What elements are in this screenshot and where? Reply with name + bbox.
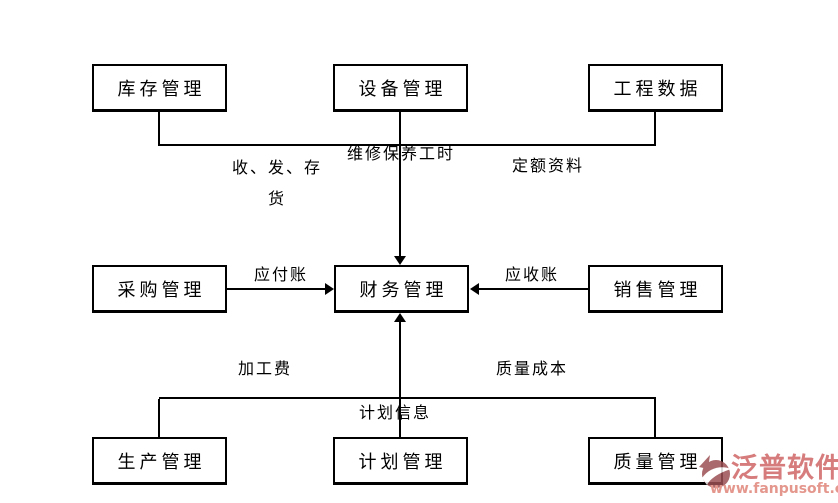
edge-label-sales-finance: 应收账 <box>505 265 560 284</box>
node-equipment: 设备管理 <box>333 64 468 112</box>
edge-label-quality-finance: 质量成本 <box>496 359 569 378</box>
watermark: 泛普软件 www.fanpusoft.com <box>698 445 838 501</box>
edge-label-equipment-finance: 维修保养工时 <box>347 144 456 163</box>
production-stem-line <box>158 399 160 437</box>
watermark-url-text: www.fanpusoft.com <box>710 481 838 497</box>
edge-label-engineering-finance: 定额资料 <box>512 156 585 175</box>
node-production: 生产管理 <box>92 437 227 485</box>
node-planning: 计划管理 <box>333 437 468 485</box>
purchase-to-finance-line <box>227 288 326 290</box>
node-sales: 销售管理 <box>588 265 723 313</box>
top-connector-line <box>159 144 656 146</box>
quality-stem-line <box>654 399 656 437</box>
planning-to-finance-line <box>399 322 401 437</box>
inventory-stem-line <box>158 110 160 146</box>
node-inventory: 库存管理 <box>92 64 227 112</box>
edge-label-inventory-finance: 收、发、存货 <box>231 158 322 208</box>
edge-label-purchase-finance: 应付账 <box>254 265 309 284</box>
engineering-stem-line <box>654 110 656 146</box>
arrowhead-down-icon <box>394 256 406 265</box>
bottom-connector-line <box>159 397 656 399</box>
equipment-to-finance-line <box>399 110 401 258</box>
node-finance: 财务管理 <box>334 265 469 313</box>
edge-label-planning-finance: 计划信息 <box>359 403 432 422</box>
edge-label-production-finance: 加工费 <box>238 359 293 378</box>
node-purchase: 采购管理 <box>92 265 227 313</box>
sales-to-finance-line <box>479 288 588 290</box>
watermark-brand-text: 泛普软件 <box>731 453 838 484</box>
node-engineering: 工程数据 <box>588 64 723 112</box>
node-quality: 质量管理 <box>588 437 723 485</box>
arrowhead-left-icon <box>470 283 479 295</box>
fanpu-logo-icon <box>699 455 731 488</box>
arrowhead-up-icon <box>394 313 406 322</box>
arrowhead-right-icon <box>325 283 334 295</box>
